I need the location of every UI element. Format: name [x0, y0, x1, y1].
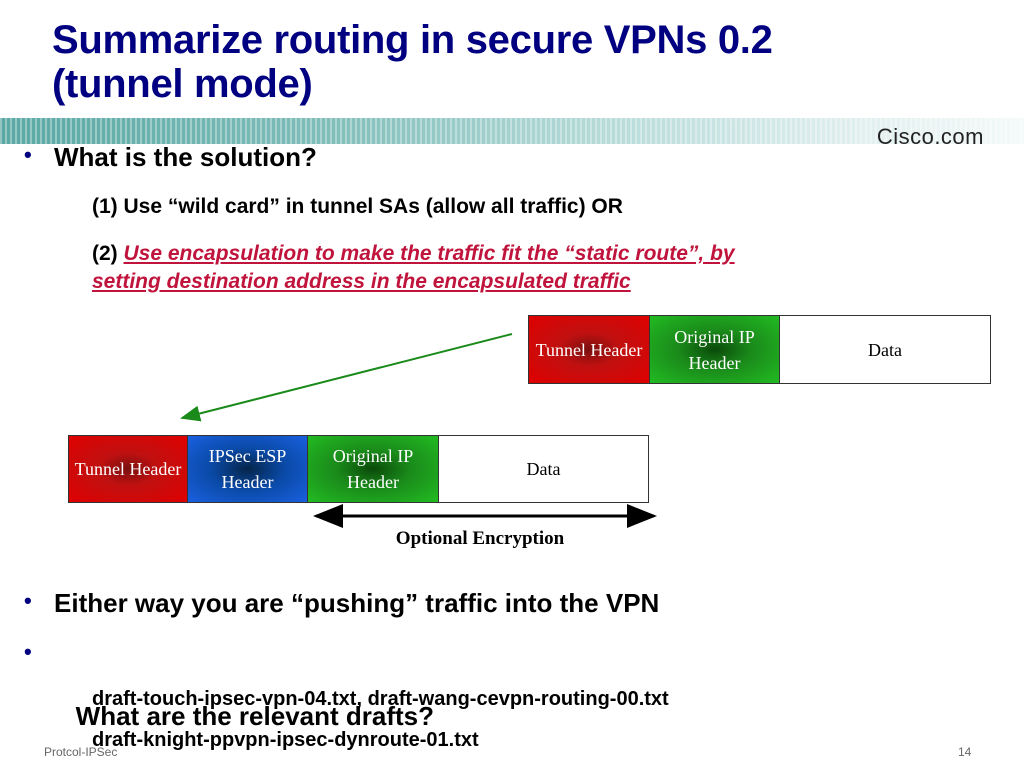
- bullet-text: Either way you are “pushing” traffic int…: [54, 588, 660, 618]
- bottom-original-ip-header: Original IP Header: [307, 435, 439, 503]
- draft-list-line1: draft-touch-ipsec-vpn-04.txt, draft-wang…: [92, 688, 669, 710]
- highlight-text-line2: setting destination address in the encap…: [92, 270, 631, 293]
- bullet-pushing-traffic: • Either way you are “pushing” traffic i…: [24, 588, 660, 619]
- bullet-dot-icon: •: [24, 588, 32, 613]
- slide-title: Summarize routing in secure VPNs 0.2 (tu…: [52, 18, 952, 106]
- top-original-ip-header: Original IP Header: [649, 315, 780, 384]
- encryption-label: Optional Encryption: [395, 528, 565, 549]
- bullet-text: What is the solution?: [54, 142, 317, 172]
- bullet-solution: • What is the solution?: [24, 142, 317, 173]
- cisco-logo: Cisco.com: [876, 124, 984, 149]
- title-line-2: (tunnel mode): [52, 62, 313, 106]
- sub-bullet-prefix: (2): [92, 242, 124, 265]
- highlight-text-line1: Use encapsulation to make the traffic fi…: [123, 242, 735, 265]
- sub-bullet-wildcard: (1) Use “wild card” in tunnel SAs (allow…: [92, 195, 623, 218]
- title-bar-pattern: [0, 118, 1024, 144]
- top-data: Data: [779, 315, 991, 384]
- top-tunnel-header: Tunnel Header: [528, 315, 650, 384]
- bottom-data: Data: [438, 435, 649, 503]
- page-number: 14: [958, 745, 972, 759]
- bullet-dot-icon: •: [24, 142, 32, 167]
- bottom-tunnel-header: Tunnel Header: [68, 435, 188, 503]
- green-arrow: [180, 333, 513, 422]
- footer-course-label: Protcol-IPSec: [44, 745, 118, 759]
- draft-list-line2: draft-knight-ppvpn-ipsec-dynroute-01.txt: [92, 729, 479, 751]
- bullet-dot-icon: •: [24, 639, 32, 664]
- bullet-drafts: • What are the relevant drafts?: [24, 639, 434, 732]
- bottom-ipsec-esp-header: IPSec ESP Header: [187, 435, 308, 503]
- sub-bullet-encapsulation: (2) Use encapsulation to make the traffi…: [92, 240, 972, 296]
- title-line-1: Summarize routing in secure VPNs 0.2: [52, 18, 773, 62]
- bullet-text: What are the relevant drafts?: [68, 701, 434, 731]
- title-bar: [0, 118, 1024, 144]
